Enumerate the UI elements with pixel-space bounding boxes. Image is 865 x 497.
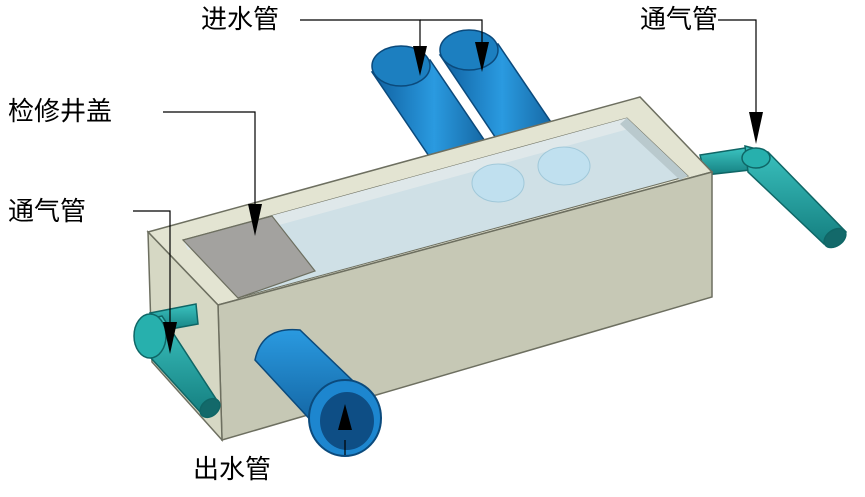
label-manhole-cover: 检修井盖: [8, 97, 113, 127]
label-vent-pipe-left: 通气管: [8, 197, 87, 227]
vent-pipe-left: [133, 303, 221, 419]
arrowheads: [163, 42, 763, 430]
manhole-cover: [181, 215, 316, 299]
label-inlet-pipe: 进水管: [201, 5, 280, 35]
label-vent-pipe-right: 通气管: [640, 5, 719, 35]
leader-lines: [133, 19, 757, 455]
vent-pipe-right: [699, 144, 848, 249]
label-outlet-pipe: 出水管: [193, 455, 272, 485]
